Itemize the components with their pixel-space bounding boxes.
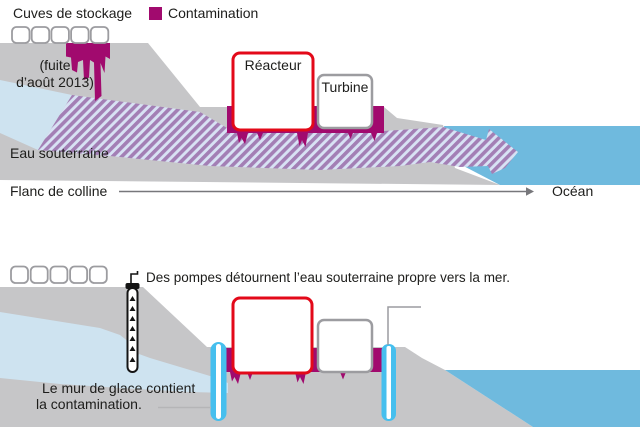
ice-wall-right-stripe [386, 346, 391, 419]
groundwater-pump [125, 271, 140, 373]
ice-wall-left-stripe [216, 344, 221, 419]
leak-annotation-line1: (fuite [39, 57, 71, 73]
storage-tank [49, 265, 69, 284]
ice-wall-left [210, 342, 227, 421]
pump-outlet-pipe [130, 271, 139, 284]
clean-groundwater-diverted [0, 312, 228, 393]
turbine-building [316, 73, 374, 130]
storage-tank [30, 26, 51, 44]
ice-wall-annotation-line2: la contamination. [36, 396, 142, 412]
storage-tank [69, 265, 88, 284]
storage-tank [88, 265, 108, 284]
reactor-label: Réacteur [244, 57, 302, 73]
pump-cap [125, 283, 140, 289]
pump-flow-up-arrows-icon [129, 296, 136, 362]
storage-tank [11, 26, 31, 44]
tank-leak-contamination [66, 43, 110, 101]
clean-groundwater [0, 80, 72, 150]
leak-annotation: (fuite d’août 2013) [0, 57, 110, 91]
storage-tanks-label: Cuves de stockage [13, 5, 133, 21]
groundwater-label: Eau souterraine [10, 145, 109, 161]
turbine-label: Turbine [321, 79, 369, 95]
reactor-building [231, 51, 315, 132]
turbine-building [316, 318, 374, 374]
storage-tank [10, 265, 29, 284]
seaside-discharge-pipe [387, 306, 421, 345]
leak-annotation-line2: d’août 2013) [16, 74, 94, 90]
contamination-legend-label: Contamination [168, 5, 259, 21]
reactor-building [231, 296, 314, 375]
contaminated-groundwater-plume [38, 95, 518, 174]
storage-tanks [10, 265, 108, 284]
bottom-diagram [0, 265, 640, 427]
hillside-label: Flanc de colline [10, 183, 108, 199]
storage-tank [29, 265, 49, 284]
storage-tank [89, 26, 110, 44]
ice-wall-right [381, 344, 396, 421]
ocean-water [445, 370, 640, 427]
contamination-legend-swatch [149, 7, 162, 20]
storage-tank [70, 26, 90, 44]
storage-tank [50, 26, 70, 44]
ice-wall-annotation-line1: Le mur de glace contient [42, 380, 196, 396]
storage-tanks [11, 26, 110, 44]
hill-to-ocean-arrowhead-icon [526, 187, 534, 196]
pumps-annotation: Des pompes détournent l’eau souterraine … [146, 270, 510, 285]
ocean-label: Océan [552, 183, 594, 199]
top-diagram [0, 26, 640, 196]
